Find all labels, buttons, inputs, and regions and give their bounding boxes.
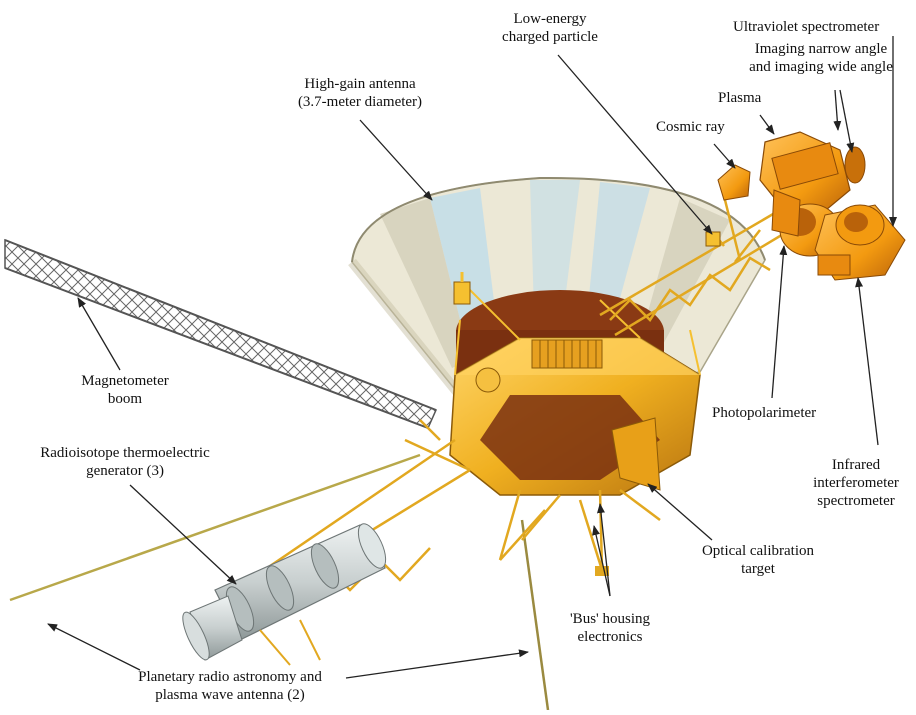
rtg-cylinders	[178, 520, 391, 665]
label-bus: 'Bus' housing electronics	[545, 610, 675, 646]
arrow-plasma	[760, 115, 774, 134]
label-magnetometer: Magnetometer boom	[60, 372, 190, 408]
arrow-imaging-2	[840, 90, 852, 152]
label-imaging: Imaging narrow angle and imaging wide an…	[728, 40, 914, 76]
label-bus-line-1: 'Bus' housing	[545, 610, 675, 628]
arrow-rtg	[130, 485, 236, 584]
arrow-imaging-1	[835, 90, 838, 130]
label-infrared-line-2: interferometer	[798, 474, 914, 492]
arrow-planetary-left	[48, 624, 140, 670]
label-magnetometer-line-1: Magnetometer	[60, 372, 190, 390]
label-infrared-line-1: Infrared	[798, 456, 914, 474]
label-rtg-line-1: Radioisotope thermoelectric	[10, 444, 240, 462]
label-planetary-line-1: Planetary radio astronomy and	[100, 668, 360, 686]
label-imaging-line-2: and imaging wide angle	[728, 58, 914, 76]
label-photopolarimeter: Photopolarimeter	[712, 404, 816, 422]
label-optical-line-2: target	[676, 560, 840, 578]
label-cosmic-ray: Cosmic ray	[656, 118, 725, 136]
label-planetary-line-2: plasma wave antenna (2)	[100, 686, 360, 704]
label-low-energy-line-1: Low-energy	[480, 10, 620, 28]
label-optical-line-1: Optical calibration	[676, 542, 840, 560]
label-high-gain-line-2: (3.7-meter diameter)	[270, 93, 450, 111]
label-rtg-line-2: generator (3)	[10, 462, 240, 480]
label-infrared-line-3: spectrometer	[798, 492, 914, 510]
lecp-sensor	[706, 232, 720, 246]
arrow-cosmic-ray	[714, 144, 735, 168]
label-high-gain: High-gain antenna (3.7-meter diameter)	[270, 75, 450, 111]
arrow-high-gain	[360, 120, 432, 200]
label-low-energy: Low-energy charged particle	[480, 10, 620, 46]
label-infrared: Infrared interferometer spectrometer	[798, 456, 914, 510]
label-optical: Optical calibration target	[676, 542, 840, 578]
label-magnetometer-line-2: boom	[60, 390, 190, 408]
label-planetary: Planetary radio astronomy and plasma wav…	[100, 668, 360, 704]
label-ultraviolet: Ultraviolet spectrometer	[733, 18, 879, 36]
label-rtg: Radioisotope thermoelectric generator (3…	[10, 444, 240, 480]
arrow-planetary-right	[346, 652, 528, 678]
arrow-photopolarimeter	[772, 246, 784, 398]
label-plasma: Plasma	[718, 89, 761, 107]
label-bus-line-2: electronics	[545, 628, 675, 646]
label-high-gain-line-1: High-gain antenna	[270, 75, 450, 93]
arrow-optical	[648, 484, 712, 540]
label-low-energy-line-2: charged particle	[480, 28, 620, 46]
label-imaging-line-1: Imaging narrow angle	[728, 40, 914, 58]
arrow-infrared	[858, 278, 878, 445]
